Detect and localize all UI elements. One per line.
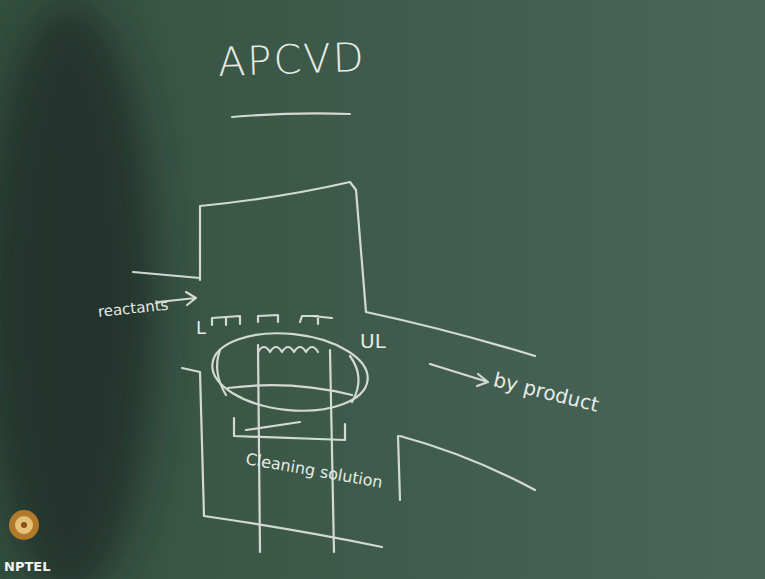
flow-arrow	[430, 364, 488, 386]
chamber-wall	[200, 182, 366, 312]
title: APCVD	[217, 35, 366, 84]
outlet-wall	[366, 312, 535, 356]
outlet-wall	[400, 436, 535, 490]
belt-inner	[228, 385, 352, 395]
station-label: L	[196, 318, 206, 338]
shadow	[0, 0, 155, 579]
wafer	[212, 316, 240, 325]
logo-text: NPTEL	[4, 560, 50, 574]
chamber-wall	[398, 436, 400, 500]
bath-box	[234, 418, 345, 440]
belt-roller	[217, 350, 226, 395]
wafer	[258, 315, 278, 322]
wafer	[300, 316, 332, 324]
conveyor-belt	[208, 326, 371, 418]
bath-box	[246, 422, 300, 430]
bath-wall	[330, 350, 334, 552]
bath-wall	[258, 345, 260, 552]
logo-emblem	[9, 510, 39, 540]
title-underline	[232, 113, 350, 117]
heater-coil	[258, 347, 318, 352]
inlet-wall	[133, 272, 200, 278]
station-label: UL	[360, 330, 386, 352]
